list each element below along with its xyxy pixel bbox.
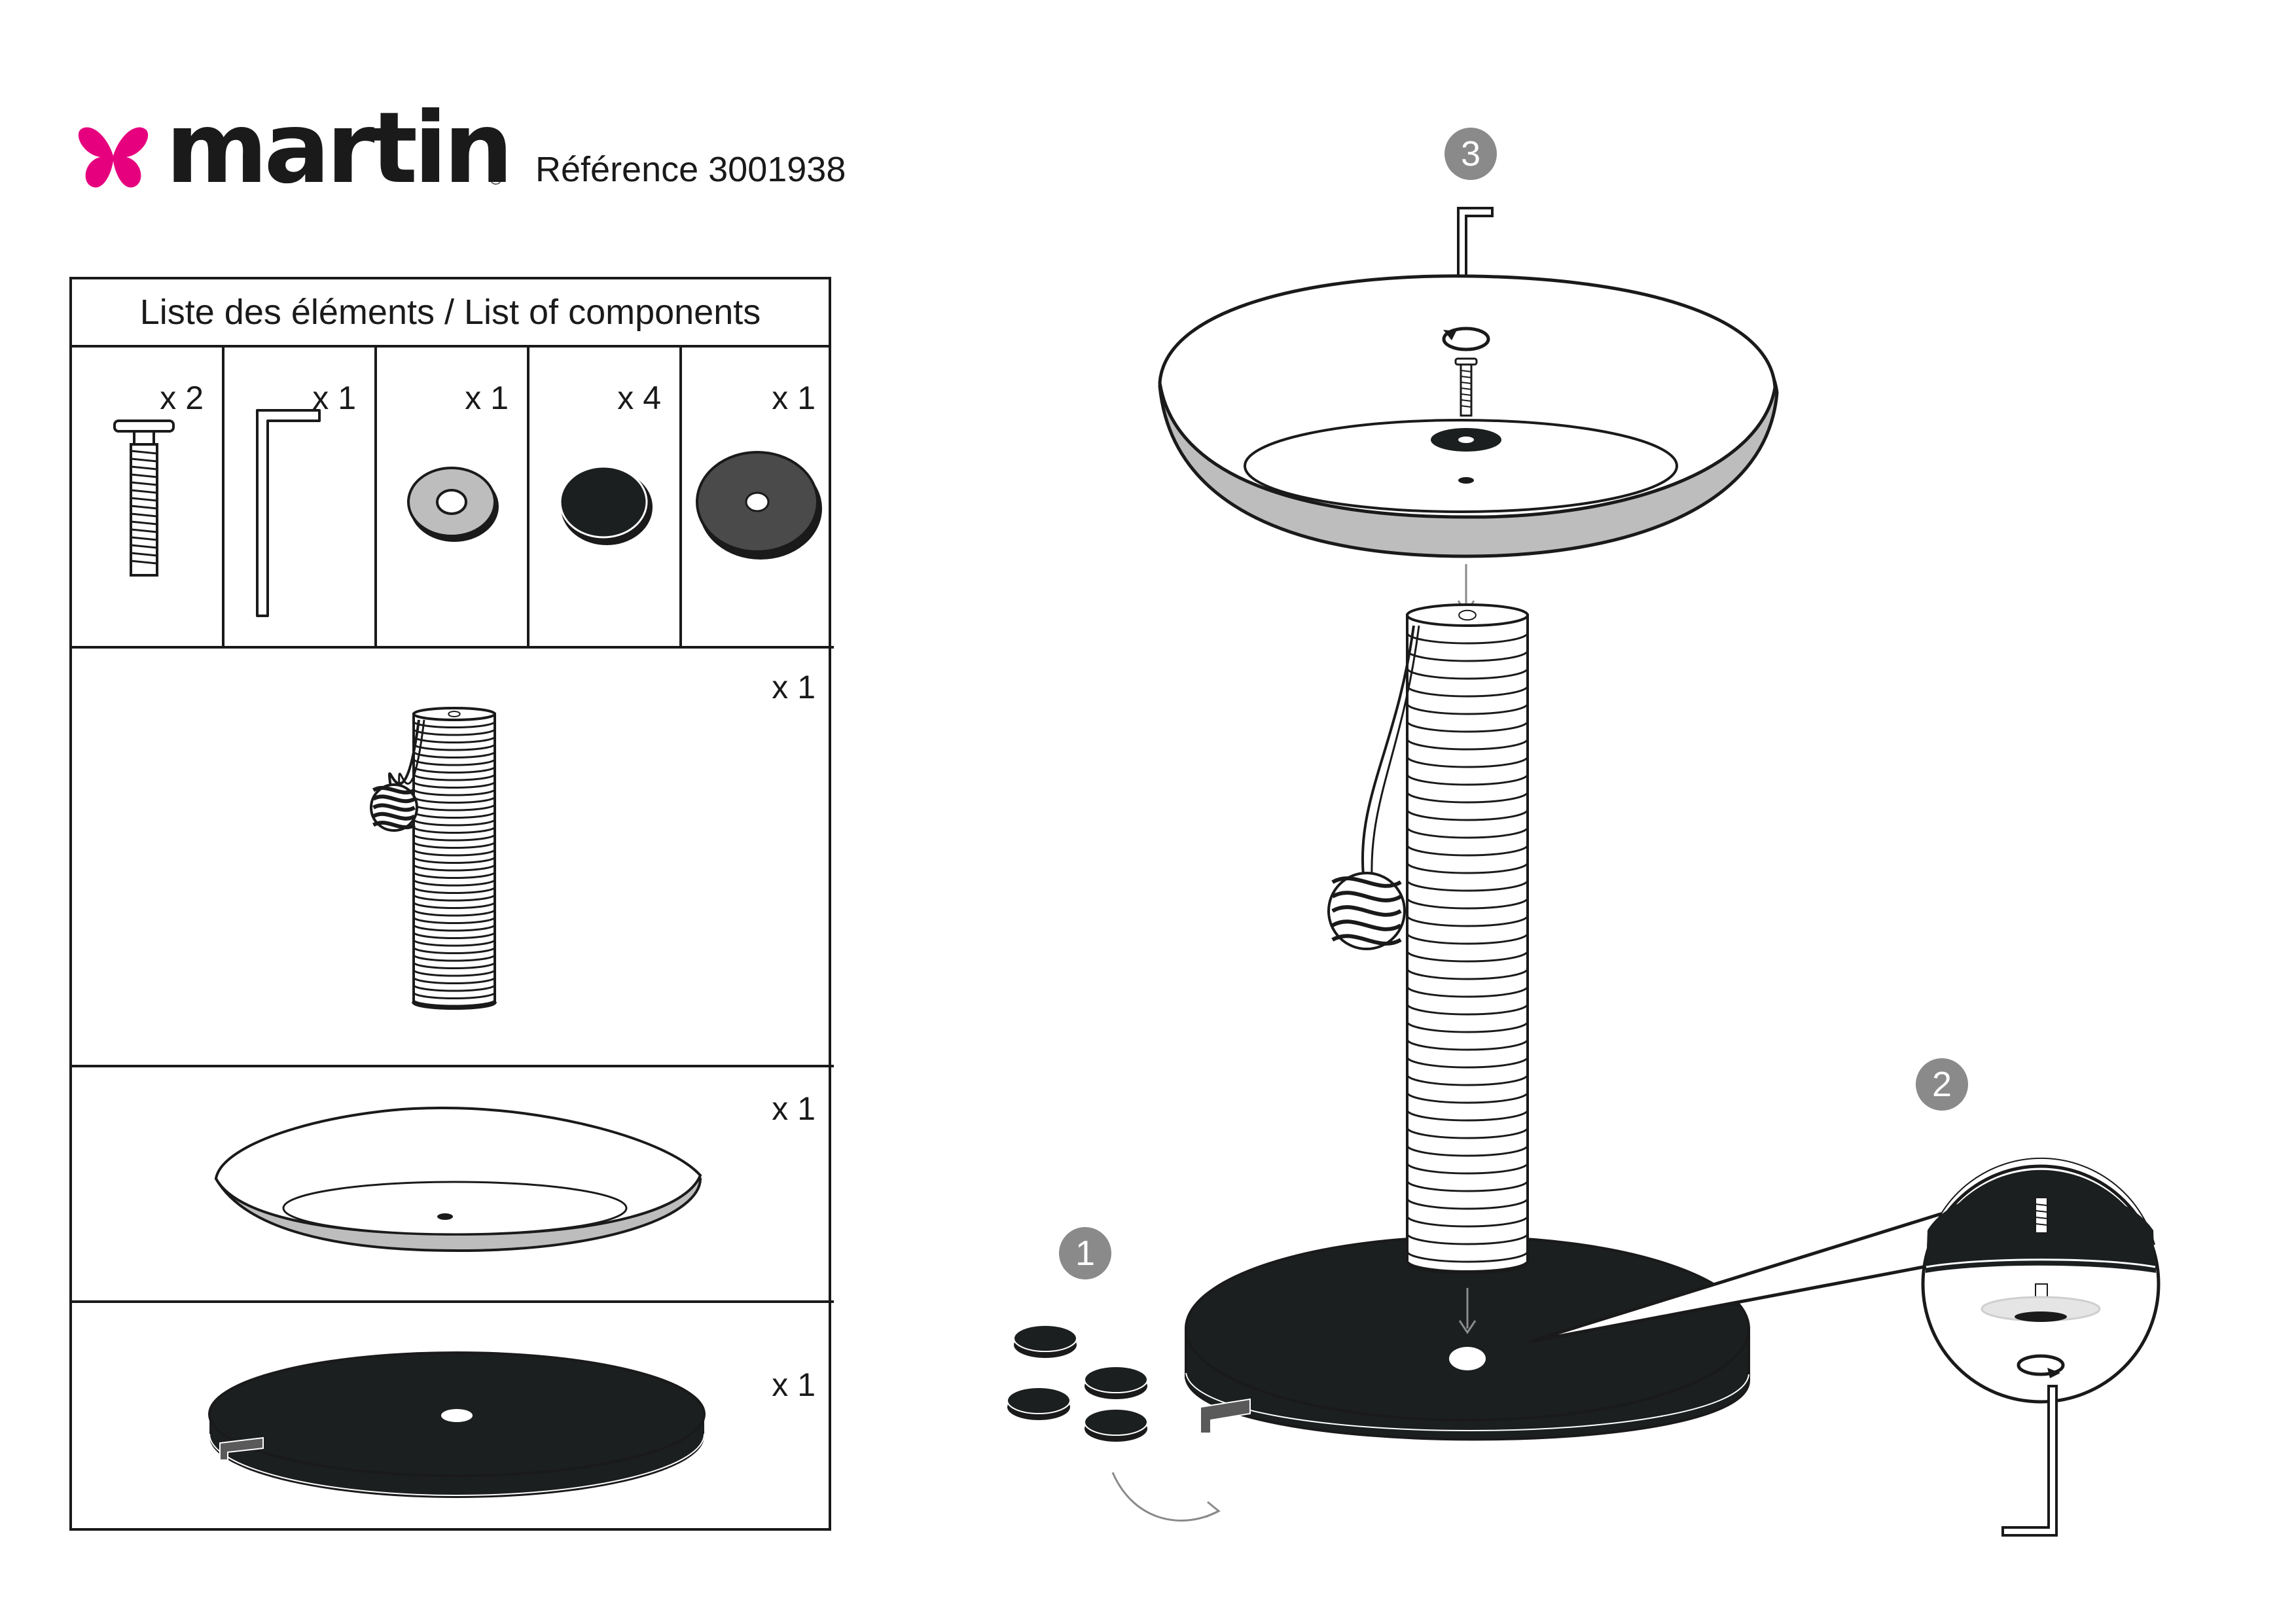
component-cell-top-tray: x 1	[72, 1067, 834, 1303]
curved-arrow-icon	[1111, 1472, 1218, 1522]
top-tray-icon	[214, 1106, 702, 1253]
component-cell-base-plate: x 1	[72, 1303, 834, 1533]
component-qty: x 1	[772, 669, 816, 705]
base-plate-icon	[208, 1351, 706, 1498]
round-plate-icon	[696, 451, 822, 560]
reference-number: Référence 3001938	[535, 150, 846, 189]
brand-logo: martin	[166, 92, 513, 205]
component-cell-felt-pad: x 4	[529, 348, 682, 649]
bolt-icon	[113, 419, 175, 577]
component-cell-scratching-post: x 1	[72, 649, 834, 1067]
component-cell-allen-key: x 1	[224, 348, 377, 649]
registered-mark: ®	[490, 169, 503, 188]
scratching-post	[1327, 603, 1530, 1274]
components-table: Liste des éléments / List of components …	[69, 277, 834, 1533]
zoom-callout	[1528, 1157, 2161, 1404]
component-qty: x 1	[772, 1366, 816, 1403]
butterfly-icon	[78, 127, 149, 188]
component-cell-bolt: x 2	[72, 348, 224, 649]
component-qty: x 1	[312, 380, 356, 416]
table-title: Liste des éléments / List of components	[72, 279, 829, 348]
allen-key-icon	[256, 409, 321, 617]
component-qty: x 1	[772, 380, 816, 416]
base-plate	[1185, 1236, 1750, 1441]
bolt-top	[1454, 357, 1478, 417]
assembly-diagram	[1007, 207, 2161, 1537]
component-qty: x 2	[160, 380, 204, 416]
component-qty: x 1	[465, 380, 509, 416]
component-qty: x 4	[617, 380, 661, 416]
felt-pad-icon	[559, 465, 653, 545]
washer-icon	[407, 467, 499, 542]
step-3-badge: 3	[1444, 128, 1497, 180]
header: martin ® Référence 3001938	[77, 99, 928, 198]
component-qty: x 1	[772, 1090, 816, 1127]
allen-key-bottom	[2001, 1385, 2058, 1537]
rotation-arrow-icon	[1442, 327, 1490, 351]
scratching-post-icon	[370, 707, 497, 1010]
component-cell-washer: x 1	[377, 348, 529, 649]
component-cell-round-plate: x 1	[682, 348, 834, 649]
step-1-badge: 1	[1059, 1227, 1111, 1279]
step-2-badge: 2	[1916, 1058, 1968, 1111]
felt-pads	[1007, 1325, 1148, 1442]
